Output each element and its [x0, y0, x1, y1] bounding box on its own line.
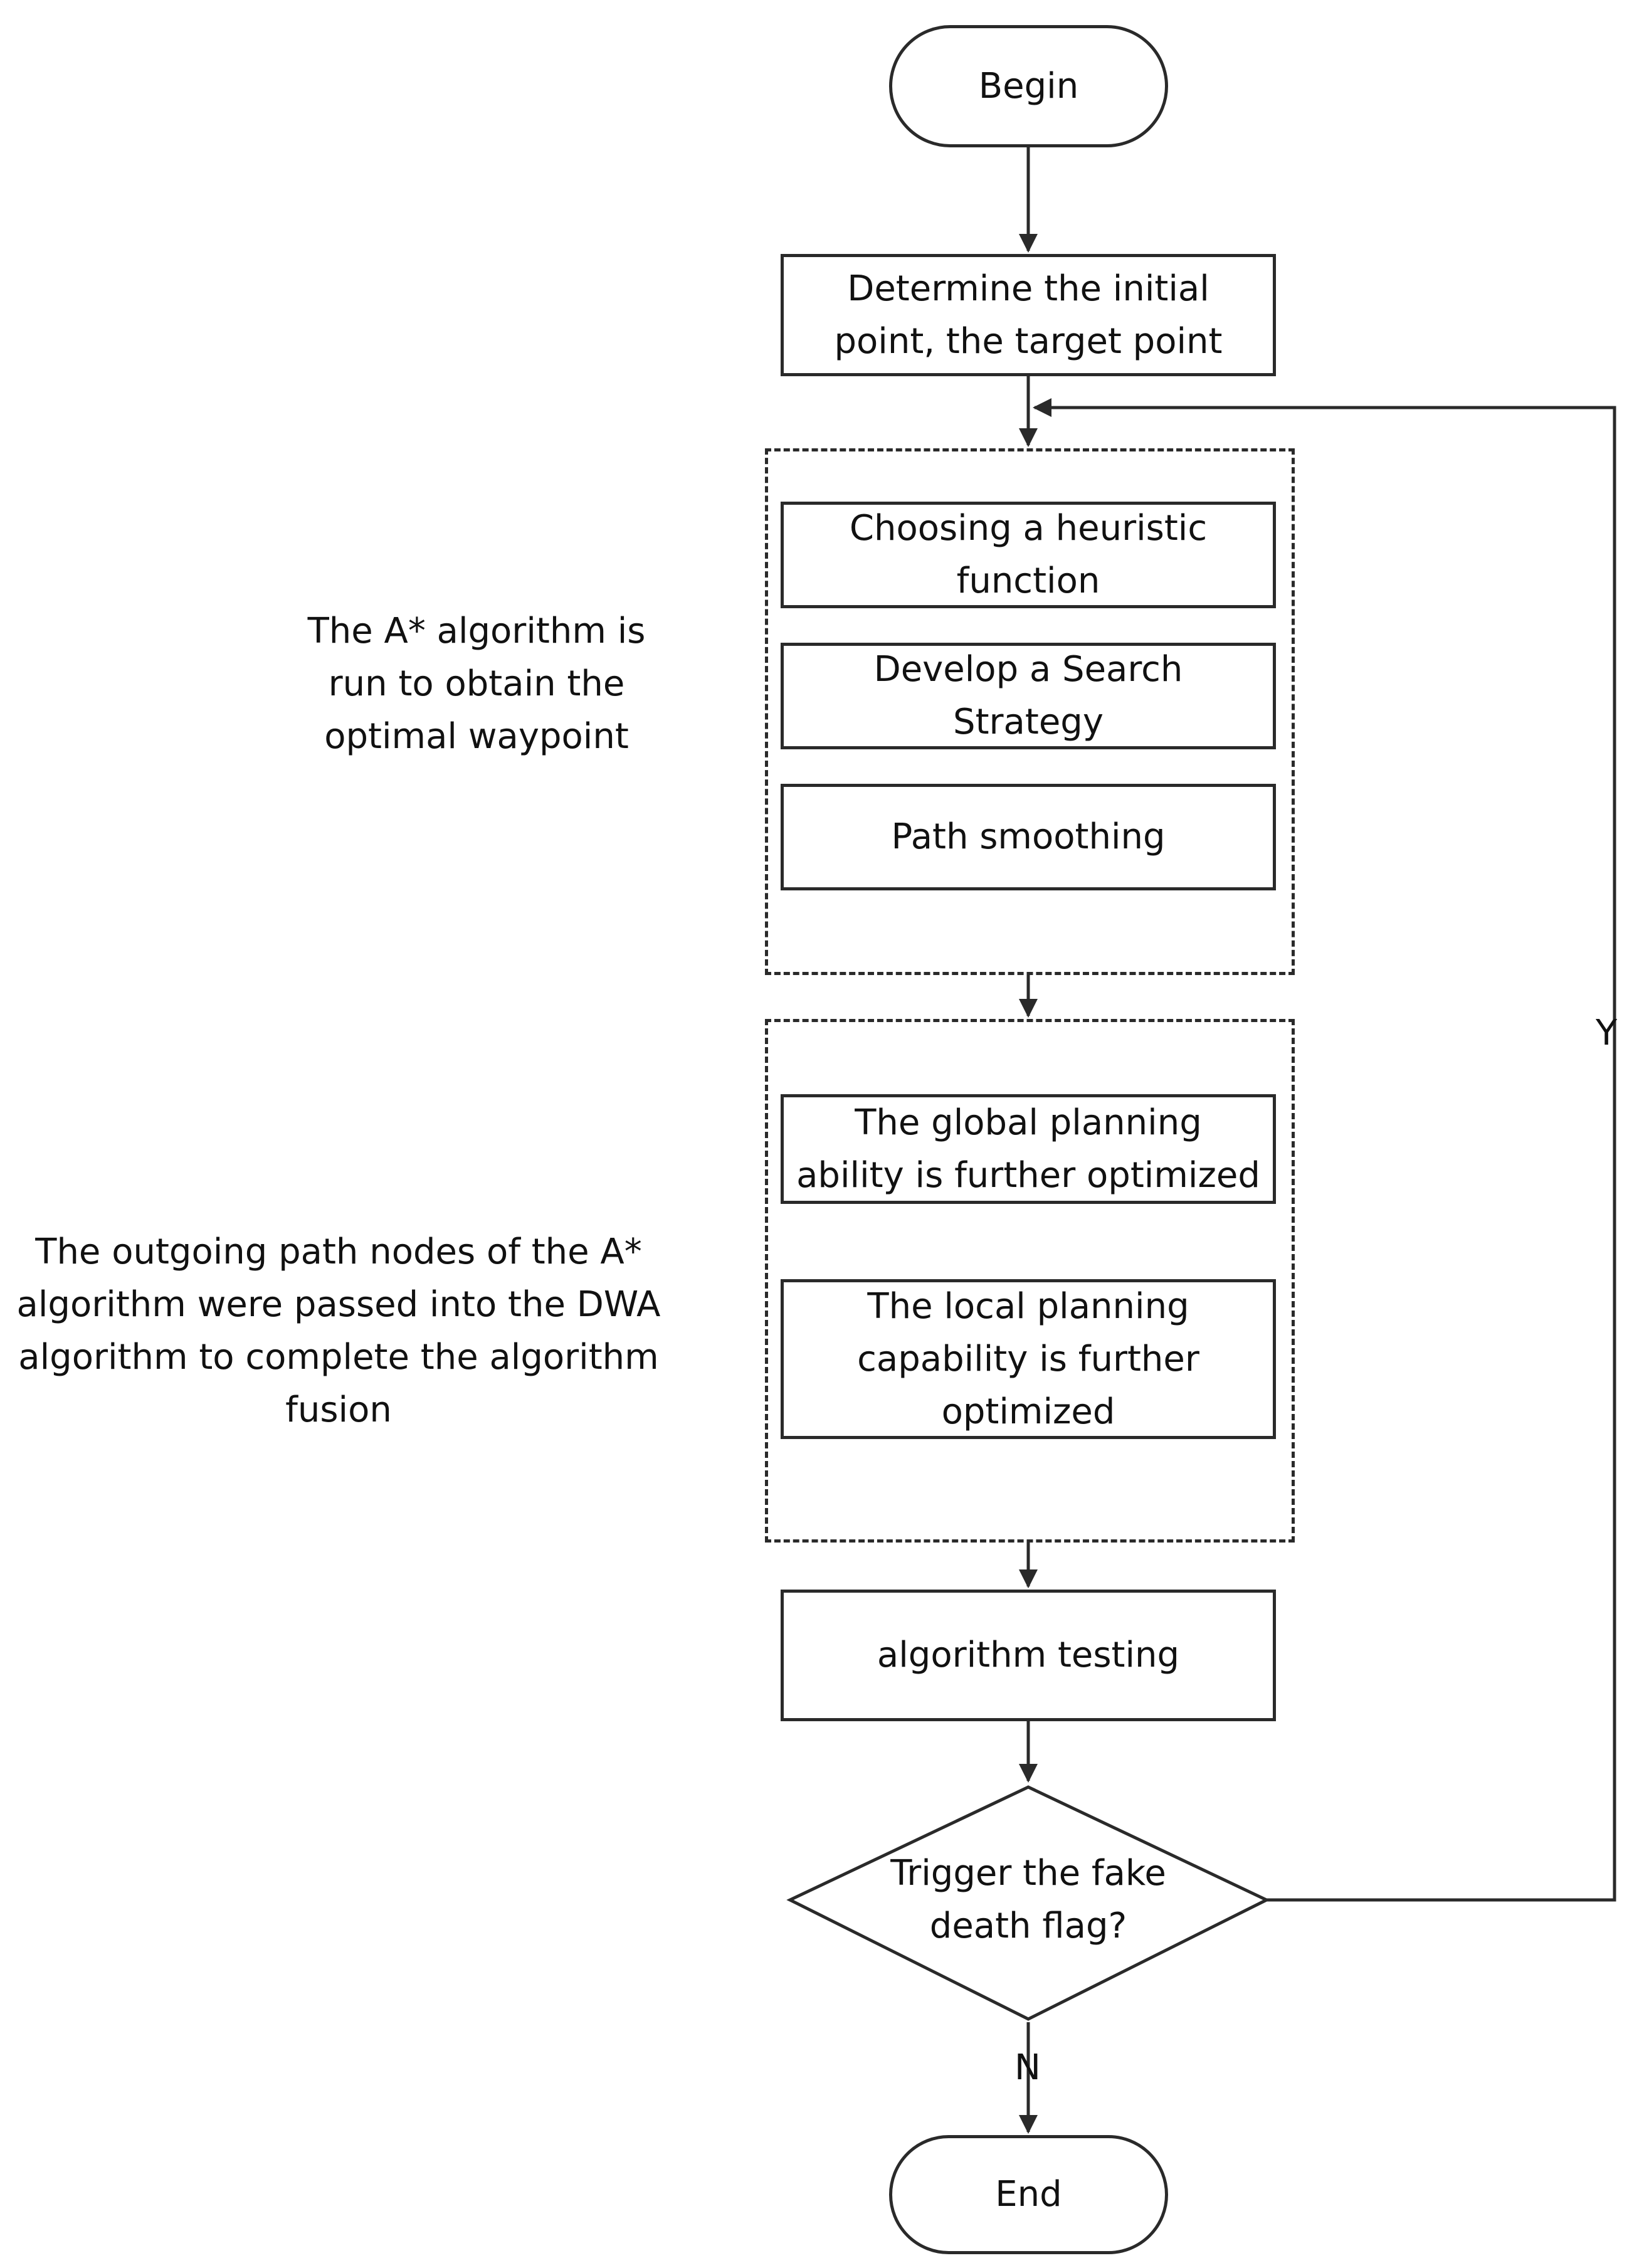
yes-label: Y [1596, 1013, 1618, 1053]
decision-label: Trigger the fake death flag? [890, 1853, 1166, 1946]
decision-diamond [786, 1785, 1270, 2021]
end-terminal: End [889, 2135, 1168, 2254]
init-process-box: Determine the initial point, the target … [781, 254, 1276, 376]
global-planning-box: The global planning ability is further o… [781, 1094, 1276, 1204]
astar-group [765, 448, 1295, 975]
local-planning-label: The local planning capability is further… [857, 1285, 1199, 1432]
init-label: Determine the initial point, the target … [834, 268, 1223, 362]
path-smoothing-label: Path smoothing [891, 816, 1166, 857]
fusion-note: The outgoing path nodes of the A* algori… [16, 1232, 661, 1430]
end-label: End [995, 2174, 1062, 2215]
global-planning-label: The global planning ability is further o… [796, 1102, 1260, 1196]
search-strategy-box: Develop a Search Strategy [781, 643, 1276, 749]
astar-note: The A* algorithm is run to obtain the op… [307, 611, 646, 757]
heuristic-box: Choosing a heuristic function [781, 502, 1276, 608]
heuristic-label: Choosing a heuristic function [849, 508, 1208, 601]
local-planning-box: The local planning capability is further… [781, 1279, 1276, 1439]
path-smoothing-box: Path smoothing [781, 784, 1276, 890]
search-strategy-label: Develop a Search Strategy [873, 649, 1183, 742]
begin-label: Begin [978, 65, 1079, 107]
fusion-group [765, 1019, 1295, 1543]
loop-back-arrow [1033, 398, 1616, 1902]
algorithm-testing-box: algorithm testing [781, 1590, 1276, 1721]
no-label: N [1014, 2047, 1041, 2088]
begin-terminal: Begin [889, 25, 1168, 147]
algorithm-testing-label: algorithm testing [877, 1635, 1180, 1675]
